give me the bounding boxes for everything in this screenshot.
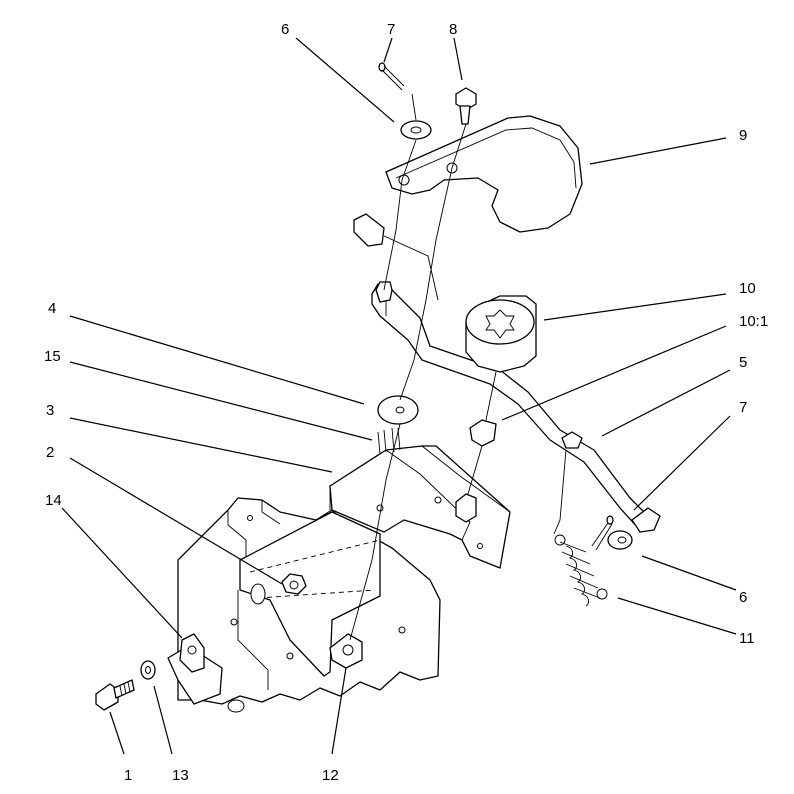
callout-12: 12 bbox=[322, 767, 339, 784]
washer-6-top bbox=[400, 120, 432, 140]
callout-3: 3 bbox=[46, 402, 54, 419]
callout-9: 9 bbox=[739, 127, 747, 144]
wire-connector bbox=[353, 213, 439, 301]
washer-13 bbox=[140, 660, 156, 680]
cotter-pin-7-right bbox=[591, 515, 614, 551]
bushing-lower bbox=[455, 493, 477, 523]
callout-14: 14 bbox=[45, 492, 62, 509]
callout-7-top: 7 bbox=[387, 21, 395, 38]
callout-10-1: 10:1 bbox=[739, 313, 768, 330]
washer-4 bbox=[377, 395, 419, 425]
pedal-arm-5 bbox=[371, 281, 661, 533]
assembly-lines bbox=[349, 93, 497, 641]
switch-14 bbox=[167, 633, 223, 705]
callout-2: 2 bbox=[46, 444, 54, 461]
cotter-pin-7-top bbox=[378, 62, 405, 91]
hub-10 bbox=[465, 295, 537, 373]
callout-7-right: 7 bbox=[739, 399, 747, 416]
nut-12 bbox=[329, 633, 363, 669]
cam-plate-9 bbox=[385, 115, 583, 233]
pedal-bracket bbox=[329, 445, 511, 569]
bushing-10-1 bbox=[469, 419, 497, 447]
washer-6-right bbox=[607, 530, 633, 550]
callout-6-top: 6 bbox=[281, 21, 289, 38]
bolt-8 bbox=[455, 87, 477, 125]
callout-13: 13 bbox=[172, 767, 189, 784]
callout-8: 8 bbox=[449, 21, 457, 38]
leader-lines bbox=[61, 37, 737, 755]
nut-2 bbox=[281, 573, 307, 595]
callout-10: 10 bbox=[739, 280, 756, 297]
callout-labels: 6 7 8 9 10 10:1 4 15 3 5 7 2 14 6 11 1 1… bbox=[44, 21, 768, 784]
side-plate bbox=[230, 511, 381, 677]
spring-11 bbox=[553, 449, 608, 607]
callout-4: 4 bbox=[48, 300, 56, 317]
bolt-1 bbox=[95, 679, 135, 711]
callout-6-right: 6 bbox=[739, 589, 747, 606]
callout-15: 15 bbox=[44, 348, 61, 365]
callout-5: 5 bbox=[739, 354, 747, 371]
callout-11: 11 bbox=[739, 630, 755, 647]
callout-1: 1 bbox=[124, 767, 132, 784]
